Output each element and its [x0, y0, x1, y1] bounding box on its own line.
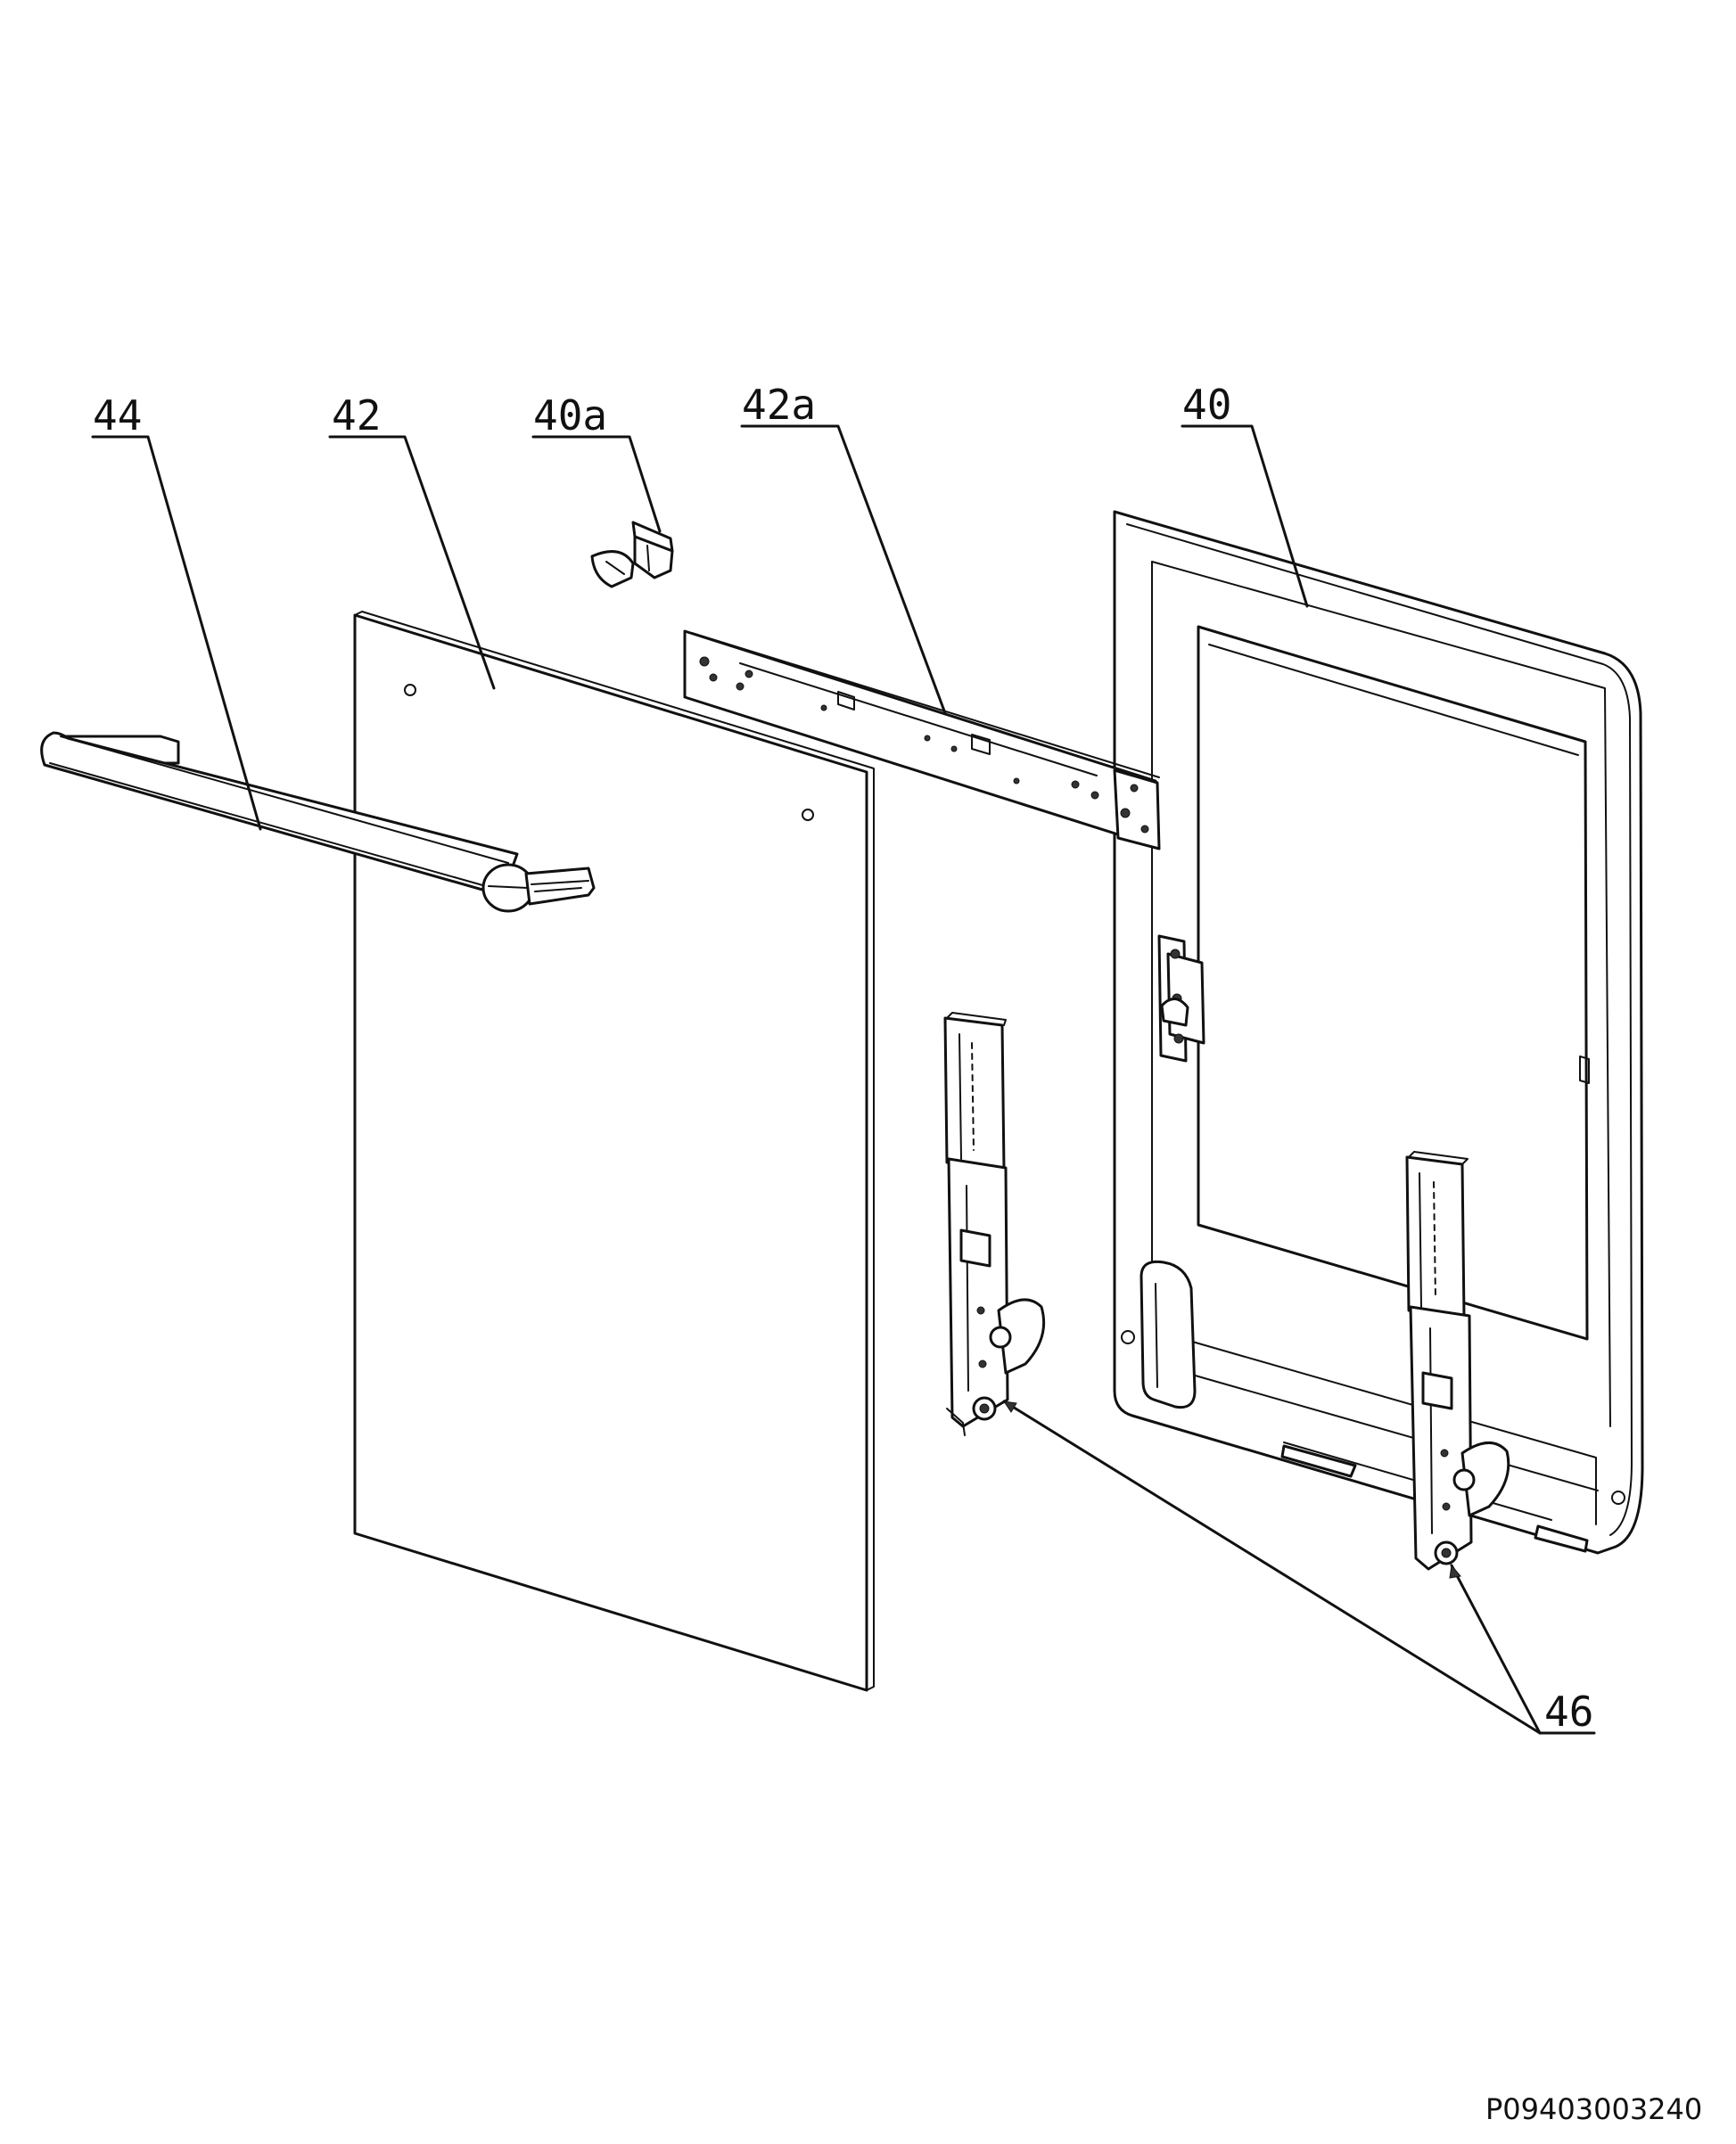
label-rail: 42a — [742, 381, 817, 429]
leader-lines — [91, 424, 1596, 1735]
label-hinges: 46 — [1544, 1688, 1594, 1736]
glass-panel — [353, 611, 875, 1692]
label-clip: 40a — [533, 391, 608, 439]
top-rail — [683, 629, 1161, 850]
label-glass-panel: 42 — [332, 391, 382, 439]
door-frame — [1113, 510, 1644, 1555]
label-handle: 44 — [93, 391, 143, 439]
drawing-code: P09403003240 — [1485, 2092, 1703, 2126]
hinge-left — [943, 1012, 1046, 1436]
handle — [40, 731, 596, 913]
hinge-right — [1405, 1151, 1510, 1571]
clip — [590, 521, 674, 588]
label-door-frame: 40 — [1182, 381, 1232, 429]
